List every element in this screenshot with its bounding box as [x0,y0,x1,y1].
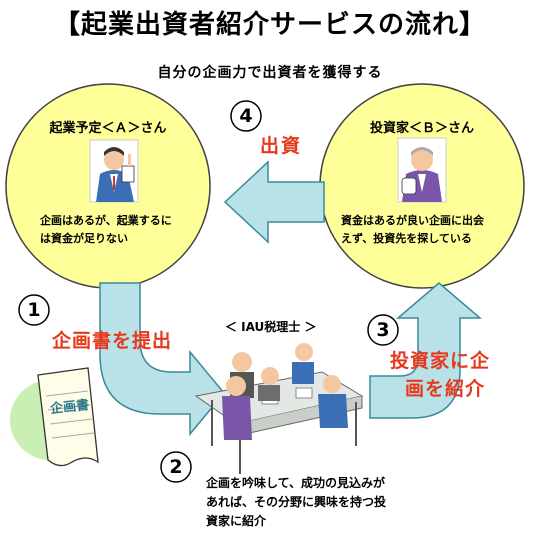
step-4-label: 出資 [260,135,303,157]
investor-label: 投資家＜Ｂ＞さん [369,121,474,136]
document-icon [37,367,99,467]
page-title: 【起業出資者紹介サービスの流れ】 [53,10,486,40]
step-2-number: 2 [169,456,183,478]
step-1-circle [18,294,50,326]
step-3-label-line1: 投資家に企 [390,350,491,372]
investor-desc-line2: えず、投資先を探している [341,232,472,245]
step-4-circle [230,100,262,132]
funding-arrow [223,160,325,244]
step-2-line3: 資家に紹介 [206,514,267,528]
step-2-line1: 企画を吟味して、成功の見込みが [206,476,386,490]
entrepreneur-desc-line2: は資金が足りない [40,232,128,245]
step-3-circle [367,314,399,346]
entrepreneur-person-icon [89,139,139,203]
submit-plan-arrow [99,282,225,437]
entrepreneur-label: 起業予定＜Ａ＞さん [49,121,167,136]
step-4-number: 4 [239,105,253,127]
tax-accountant-label: ＜ IAU税理士 ＞ [225,320,317,334]
step-1-number: 1 [27,299,41,321]
investor-desc-line1: 資金はあるが良い企画に出会 [341,214,484,227]
introduce-investor-arrow [369,282,483,419]
investor-person-icon [397,137,447,203]
entrepreneur-desc-line1: 企画はあるが、起業するに [40,214,172,227]
page-subtitle: 自分の企画力で出資者を獲得する [157,65,383,81]
step-1-label: 企画書を提出 [52,330,173,352]
step-3-label-line2: 画を紹介 [405,378,486,400]
document-label: 企画書 [49,397,90,417]
step-2-circle [160,451,192,483]
step-3-number: 3 [376,319,390,341]
meeting-illustration [194,343,364,474]
step-2-line2: あれば、その分野に興味を持つ投 [206,495,387,509]
